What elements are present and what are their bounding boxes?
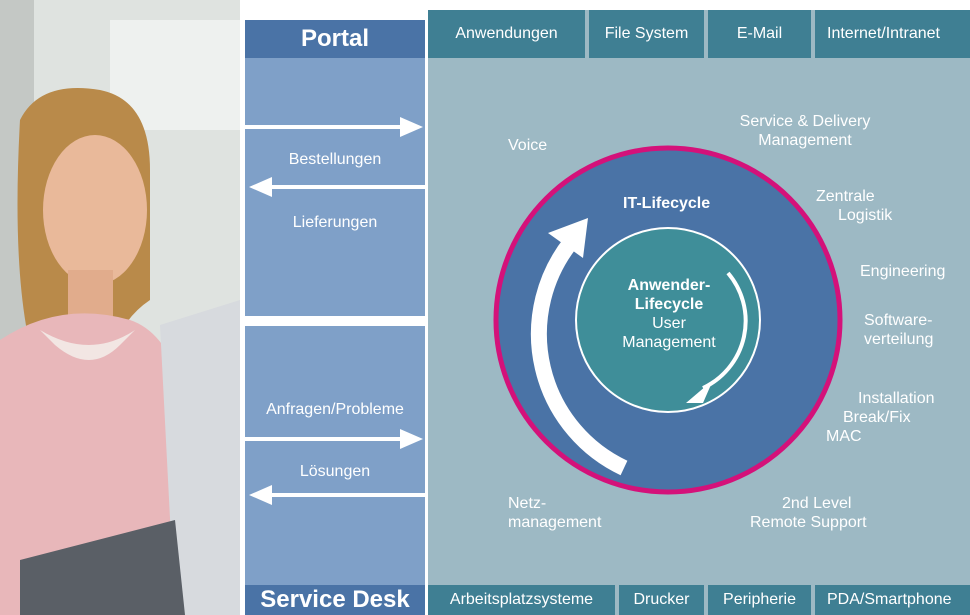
- photo-illustration: [0, 0, 240, 615]
- lifecycle-circles: [493, 145, 843, 495]
- software-label: Software-: [864, 312, 933, 329]
- user-management-label-2: Management: [622, 334, 716, 351]
- portal-title: Portal: [300, 25, 369, 52]
- anwender-label-1: Anwender-: [627, 277, 711, 294]
- tab-label: Anwendungen: [455, 25, 558, 42]
- loesungen-label: Lösungen: [299, 463, 371, 480]
- logistik-label: Logistik: [838, 207, 893, 224]
- service-desk-header: Service Desk: [245, 585, 425, 615]
- voice-label: Voice: [508, 137, 548, 154]
- anwender-label-2: Lifecycle: [634, 296, 704, 313]
- user-management-label-1: User: [652, 315, 686, 332]
- verteilung-label: verteilung: [864, 331, 934, 348]
- remote-support-label: Remote Support: [750, 514, 867, 531]
- anfragen-label: Anfragen/Probleme: [266, 401, 404, 418]
- anwender-lifecycle-circle: [575, 227, 761, 413]
- tab-label: File System: [604, 25, 689, 42]
- netz-label: Netz-: [508, 495, 547, 512]
- lieferungen-label: Lieferungen: [292, 214, 378, 231]
- tab-file-system: File System: [589, 10, 704, 58]
- tab-arbeitsplatzsysteme: Arbeitsplatzsysteme: [428, 585, 615, 615]
- zentrale-label: Zentrale: [816, 188, 875, 205]
- engineering-label: Engineering: [860, 263, 946, 280]
- tab-internet-intranet: Internet/Intranet: [815, 10, 970, 58]
- woman-photo: [0, 0, 240, 615]
- tab-label: PDA/Smartphone: [827, 591, 952, 608]
- break-fix-label: Break/Fix: [843, 409, 911, 426]
- tab-label: E-Mail: [736, 25, 783, 42]
- tab-pda-smartphone: PDA/Smartphone: [815, 585, 970, 615]
- bestellungen-label: Bestellungen: [288, 151, 382, 168]
- tab-label: Peripherie: [723, 591, 796, 608]
- service-desk-panel: [245, 326, 425, 585]
- service-delivery-label-1: Service & Delivery: [739, 113, 871, 130]
- service-delivery-label-2: Management: [758, 132, 852, 149]
- flow-arrows: [245, 117, 425, 505]
- tab-peripherie: Peripherie: [708, 585, 811, 615]
- small-arrow-head: [686, 380, 713, 403]
- tab-drucker: Drucker: [619, 585, 704, 615]
- installation-label: Installation: [858, 390, 935, 407]
- tab-label: Drucker: [633, 591, 690, 608]
- it-lifecycle-label: IT-Lifecycle: [623, 195, 711, 212]
- mac-label: MAC: [826, 428, 862, 445]
- management-label: management: [508, 514, 602, 531]
- tab-email: E-Mail: [708, 10, 811, 58]
- tab-anwendungen: Anwendungen: [428, 10, 585, 58]
- portal-header: Portal: [245, 20, 425, 58]
- tab-label: Arbeitsplatzsysteme: [449, 591, 594, 608]
- second-level-label: 2nd Level: [782, 495, 852, 512]
- big-arrow-head: [548, 218, 588, 258]
- tab-label: Internet/Intranet: [827, 25, 940, 42]
- service-desk-title: Service Desk: [260, 586, 410, 613]
